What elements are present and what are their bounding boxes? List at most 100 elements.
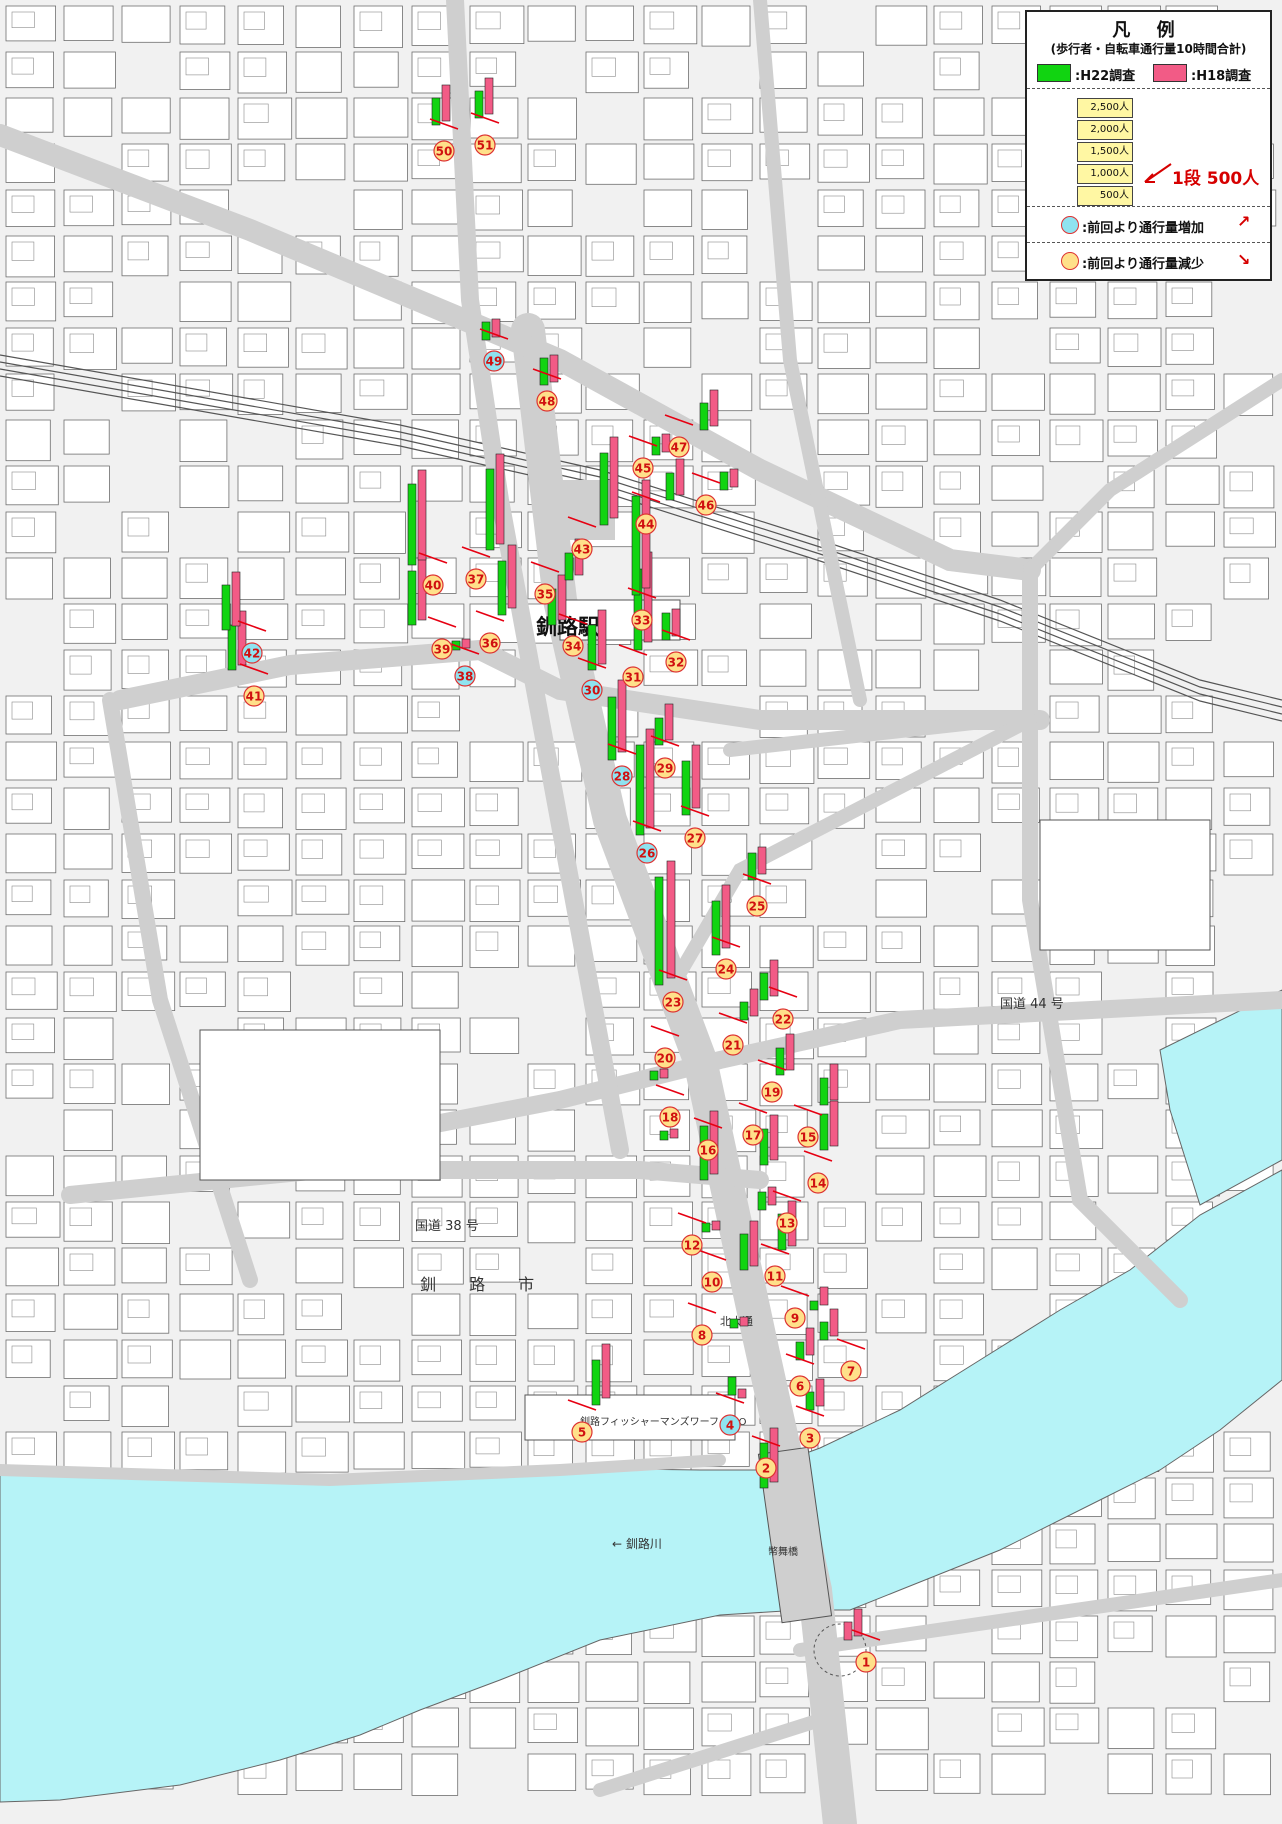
city-block [643,1293,697,1333]
building-outline [881,103,904,123]
building-outline [591,1759,614,1777]
city-block [643,1201,693,1242]
h22-bar [757,1191,767,1211]
city-block [585,1707,639,1747]
building-outline [881,1207,903,1226]
survey-point-16: 16 [693,1110,723,1181]
building-outline [939,57,961,76]
h22-bar [805,1391,815,1411]
city-block [63,5,114,41]
building-outline [1229,517,1254,535]
h22-bar [407,570,417,626]
route-arrow [751,1435,781,1447]
building-outline [11,195,35,213]
city-block [179,235,232,271]
scale-step: 1,000人 [1077,164,1133,184]
city-block [1165,1523,1218,1560]
building-outline [359,793,384,810]
building-outline [475,57,497,74]
city-block [63,603,117,644]
building-outline [185,333,208,352]
kushiro-river [0,1169,1282,1803]
point-number: 39 [434,643,451,657]
city-block [1223,1753,1271,1796]
moo-building [524,1394,736,1441]
building-outline [765,1621,791,1640]
point-circle [789,1375,811,1397]
city-block [933,97,985,136]
city-block [933,1247,985,1284]
city-block [875,879,927,918]
city-block [991,1155,1040,1198]
building-outline [997,1575,1021,1593]
building-outline [1171,1713,1195,1733]
h22-bar [759,1128,769,1166]
kawakami-block [1039,819,1211,951]
route-arrow [461,546,491,558]
point-number: 44 [638,518,655,532]
h18-bar [659,1068,669,1079]
city-block [353,1201,400,1241]
building-outline [823,471,848,490]
building-outline [417,747,439,765]
city-block [63,1385,110,1421]
city-block [1107,281,1158,320]
scale-step: 2,000人 [1077,120,1133,140]
route-arrow [715,1392,745,1404]
route-arrow [577,657,607,669]
legend-divider [1027,88,1270,89]
city-block [5,1017,55,1054]
building-outline [475,11,501,30]
building-outline [707,1345,731,1363]
city-block [759,1753,806,1794]
point-circle [631,609,653,631]
building-outline [11,885,33,902]
building-outline [243,885,269,903]
point-circle [243,685,265,707]
city-block [353,787,405,824]
city-block [295,51,342,93]
point-number: 1 [862,1656,870,1670]
building-outline [243,839,268,857]
point-number: 16 [700,1144,717,1158]
city-block [5,1247,59,1287]
city-block [585,419,634,463]
city-block [875,1063,930,1101]
city-block [875,189,926,229]
city-block [237,97,293,140]
building-outline [359,1391,383,1409]
building-outline [707,1759,731,1780]
building-outline [823,1345,847,1364]
building-outline [301,609,325,626]
h22-bar [719,471,729,491]
city-block [991,1201,1043,1241]
point-circle [719,1414,741,1436]
building-outline [707,793,730,812]
building-outline [997,747,1019,767]
point-circle [807,1172,829,1194]
survey-point-24: 24 [711,884,741,980]
city-block [527,1339,575,1382]
survey-point-28: 28 [607,679,637,787]
city-block [469,235,524,273]
city-block [63,235,113,273]
city-block [5,1431,57,1469]
survey-point-19: 19 [757,1033,795,1103]
survey-point-39: 39 [407,556,457,660]
city-block [63,557,111,599]
h18-bar [829,1063,839,1101]
h22-bar [221,584,231,631]
point-number: 14 [810,1177,827,1191]
city-block [875,603,922,641]
city-block [875,373,928,410]
city-block [63,1431,112,1473]
city-block [295,373,342,413]
city-block [1165,603,1212,641]
city-block [1107,511,1154,551]
city-block [295,879,350,915]
city-block [817,327,871,369]
building-outline [939,1759,962,1779]
city-block [643,1339,694,1375]
route-arrow [607,743,637,755]
